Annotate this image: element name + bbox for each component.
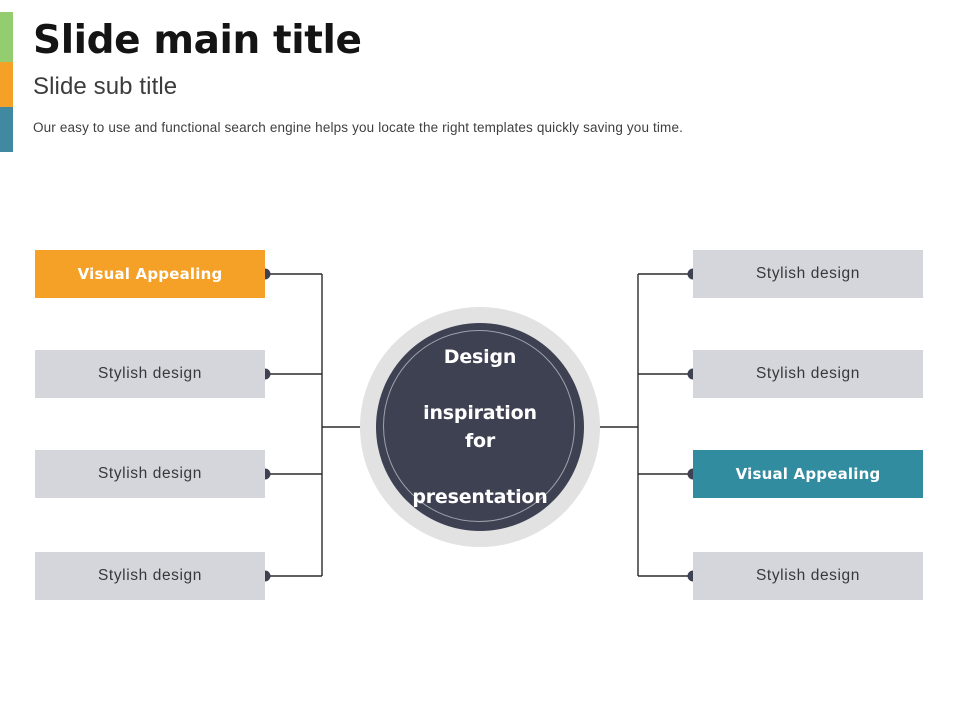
center-node-line-2: inspiration for — [423, 402, 537, 452]
header-block: Slide main title Slide sub title Our eas… — [33, 18, 923, 137]
center-text-wrap: Design inspiration for presentation — [376, 323, 584, 531]
accent-bar-segment-teal — [0, 107, 13, 152]
node-right-3-label: Visual Appealing — [735, 465, 881, 483]
node-right-1-label: Stylish design — [755, 265, 861, 282]
page-title: Slide main title — [33, 18, 362, 63]
node-left-2[interactable]: Stylish design — [35, 350, 265, 398]
node-left-4-label: Stylish design — [97, 567, 203, 584]
accent-bar-segment-green — [0, 12, 13, 62]
center-node-line-1: Design — [443, 346, 517, 368]
node-left-1-label: Visual Appealing — [77, 265, 223, 283]
page-subtitle: Slide sub title — [33, 73, 178, 100]
center-node[interactable]: Design inspiration for presentation — [360, 307, 600, 547]
node-left-3-label: Stylish design — [97, 465, 203, 482]
accent-bar-segment-orange — [0, 62, 13, 107]
node-right-4[interactable]: Stylish design — [693, 552, 923, 600]
node-right-3[interactable]: Visual Appealing — [693, 450, 923, 498]
node-right-1[interactable]: Stylish design — [693, 250, 923, 298]
page-body-text: Our easy to use and functional search en… — [33, 120, 684, 135]
node-left-1[interactable]: Visual Appealing — [35, 250, 265, 298]
node-right-2-label: Stylish design — [755, 365, 861, 382]
center-inner-ring — [383, 330, 575, 522]
node-left-4[interactable]: Stylish design — [35, 552, 265, 600]
node-left-2-label: Stylish design — [97, 365, 203, 382]
node-left-3[interactable]: Stylish design — [35, 450, 265, 498]
accent-bar — [0, 12, 13, 152]
node-right-2[interactable]: Stylish design — [693, 350, 923, 398]
center-node-line-3: presentation — [412, 486, 548, 508]
node-right-4-label: Stylish design — [755, 567, 861, 584]
center-node-label: Design inspiration for presentation — [405, 343, 555, 511]
